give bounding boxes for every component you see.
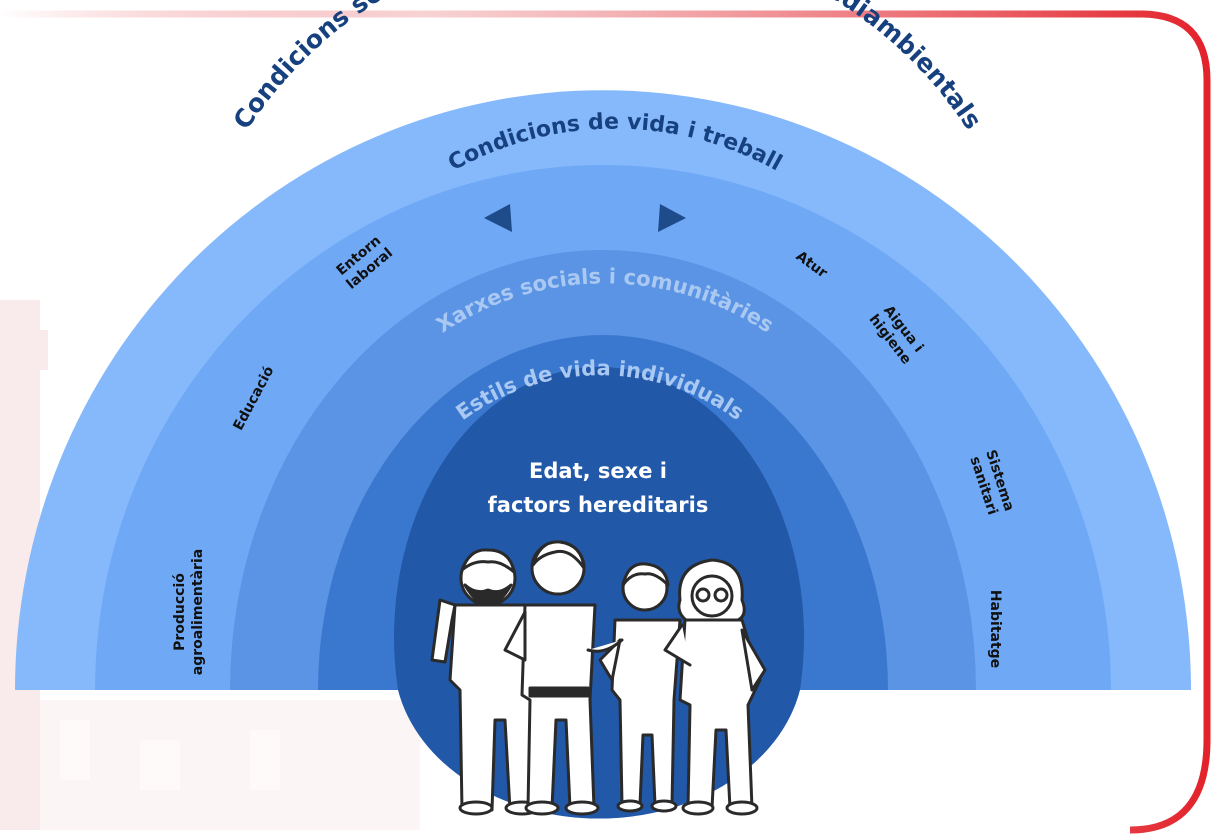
person-woman-glasses-icon	[663, 558, 767, 816]
center-label-line1: Edat, sexe i	[529, 459, 667, 483]
person-woman-icon	[586, 562, 682, 813]
rings	[15, 90, 1191, 819]
right-arrow-icon	[658, 204, 686, 232]
decorative-frame	[0, 10, 1211, 834]
background-pattern	[0, 300, 420, 830]
factor-produccio: Producció agroalimentària	[172, 549, 206, 675]
factor-habitatge: Habitatge	[987, 590, 1003, 668]
people-illustration	[430, 540, 767, 816]
svg-text:agroalimentària: agroalimentària	[190, 549, 206, 675]
person-tall-man-icon	[503, 540, 600, 816]
left-arrow-icon	[484, 204, 512, 232]
svg-text:Habitatge: Habitatge	[987, 590, 1003, 668]
center-label-line2: factors hereditaris	[488, 493, 709, 517]
svg-text:Producció: Producció	[172, 573, 188, 651]
